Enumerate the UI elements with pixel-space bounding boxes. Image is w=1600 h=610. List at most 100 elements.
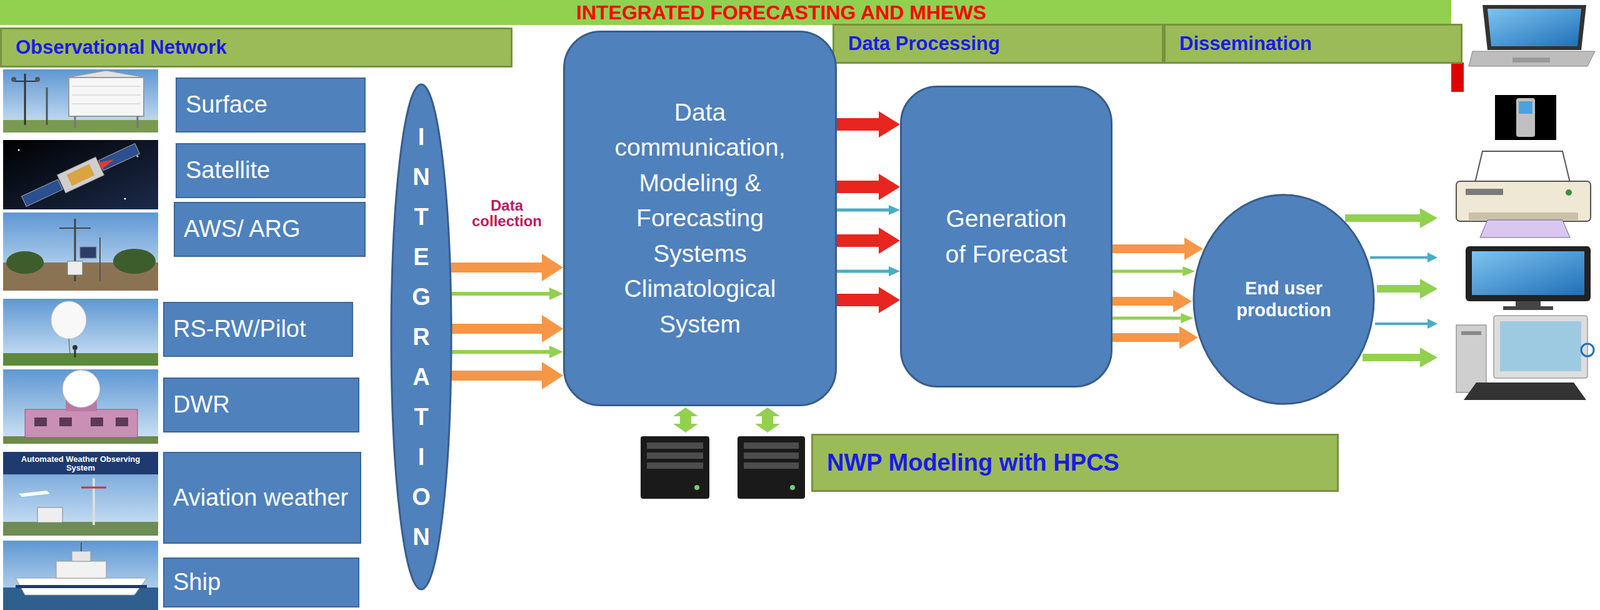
aws-photo <box>113 248 156 274</box>
process-box: Data communication, Modeling & Forecasti… <box>563 30 837 407</box>
radiosonde-balloon-photo <box>68 338 70 354</box>
dissemination-arrow <box>1362 347 1438 368</box>
flow-arrow <box>1112 244 1185 254</box>
doppler-radar-photo <box>62 370 100 408</box>
doppler-radar-photo <box>59 417 72 427</box>
laptop-icon <box>1468 5 1595 67</box>
ship-photo <box>3 540 159 610</box>
flow-arrow <box>451 350 550 354</box>
flow-arrow <box>836 208 889 212</box>
desktop-computer-icon <box>1581 343 1594 357</box>
process-box: Generation of Forecast <box>900 85 1113 388</box>
desktop-computer-icon <box>1461 331 1482 335</box>
ship-photo <box>15 585 147 589</box>
node-text: Generation of Forecast <box>937 201 1075 272</box>
observation-box: AWS/ ARG <box>173 201 366 257</box>
server-double-arrow <box>755 407 780 433</box>
radiosonde-balloon-photo <box>3 298 159 366</box>
section-header: Observational Network <box>0 27 513 68</box>
printer-icon <box>1480 220 1570 238</box>
satellite-photo <box>124 198 127 200</box>
observation-box: Aviation weather <box>163 451 362 544</box>
ship-photo <box>3 540 159 610</box>
edge-label-holder: Data collection <box>461 197 552 229</box>
monitor-icon <box>1465 246 1591 310</box>
ellipse-outline <box>391 84 452 590</box>
server-icon <box>737 436 805 499</box>
surface-station-photo <box>13 80 38 82</box>
doppler-radar-photo <box>115 417 129 427</box>
label-holder: Automated Weather Observing System <box>6 454 155 474</box>
radiosonde-balloon-photo <box>74 350 77 358</box>
aws-photo <box>59 227 91 229</box>
surface-station-photo <box>3 69 159 133</box>
flow-arrow <box>451 370 542 381</box>
ship-photo <box>71 551 91 562</box>
flow-arrow <box>836 234 879 247</box>
aviation-weather-photo <box>18 490 50 497</box>
server-double-arrow <box>673 407 780 433</box>
node-text: AWS/ ARG <box>183 215 301 244</box>
aviation-weather-photo <box>3 451 159 536</box>
desktop-computer-icon <box>1500 321 1582 372</box>
integration-ellipse: INTEGRATION <box>390 81 452 592</box>
server-double-arrow <box>673 407 699 433</box>
laptop-icon <box>1487 8 1582 47</box>
node-text: NWP Modeling with HPCS <box>826 449 1120 477</box>
monitor-icon <box>1471 251 1585 295</box>
radiosonde-balloon-photo <box>3 298 159 366</box>
observation-box: RS-RW/Pilot <box>163 301 354 357</box>
flow-arrow <box>1112 270 1183 274</box>
node-text: Data communication, Modeling & Forecasti… <box>606 95 794 343</box>
node-text: Observational Network <box>15 36 227 59</box>
server-icon <box>646 452 704 459</box>
satellite-photo <box>3 139 159 211</box>
satellite-photo <box>136 155 139 158</box>
node-text: Ship <box>173 568 221 597</box>
satellite-photo <box>98 155 117 170</box>
node-text: End user production <box>1218 277 1350 322</box>
desktop-computer-icon <box>1493 315 1588 379</box>
ship-photo <box>56 561 107 579</box>
printer-icon <box>1565 189 1572 196</box>
server-icon <box>646 462 704 469</box>
printer-icon <box>1456 151 1591 238</box>
section-header: NWP Modeling with HPCS <box>811 433 1339 492</box>
section-header: Dissemination <box>1163 23 1463 64</box>
ellipse-outline <box>1191 193 1376 405</box>
surface-station-photo <box>74 116 77 129</box>
node-text: Aviation weather <box>173 483 349 513</box>
doppler-radar-photo <box>25 409 138 438</box>
flow-arrow <box>836 180 879 194</box>
red-marker-bar <box>1451 62 1464 92</box>
node-text: RS-RW/Pilot <box>173 315 307 344</box>
mobile-phone-icon <box>1495 95 1557 140</box>
flow-arrow <box>450 262 542 273</box>
aws-photo <box>99 237 101 282</box>
observation-box: Surface <box>175 77 366 133</box>
aws-photo <box>3 212 159 291</box>
dissemination-arrow <box>1376 278 1438 299</box>
printer-icon <box>1468 212 1579 220</box>
dissemination-arrow <box>1375 318 1438 329</box>
title-bar <box>0 0 1452 25</box>
server-icon <box>743 462 799 469</box>
printer-icon <box>1475 151 1570 183</box>
surface-station-photo <box>136 116 139 129</box>
observation-box: Ship <box>163 557 360 608</box>
aviation-weather-photo <box>3 451 159 536</box>
satellite-photo <box>21 179 64 207</box>
desktop-computer-icon <box>1456 325 1487 393</box>
node-text: Dissemination <box>1179 32 1312 55</box>
section-header: Data Processing <box>832 23 1164 64</box>
aviation-weather-photo <box>3 451 159 475</box>
end-user-ellipse: End user production <box>1191 193 1376 405</box>
title-holder: INTEGRATED FORECASTING AND MHEWS <box>125 0 1438 25</box>
satellite-photo <box>18 149 20 152</box>
doppler-radar-photo <box>90 417 104 427</box>
laptop-icon <box>1512 57 1550 63</box>
node-text: Surface <box>185 90 268 120</box>
doppler-radar-photo <box>3 369 159 444</box>
monitor-icon <box>1465 246 1591 302</box>
server-icon <box>640 436 710 499</box>
